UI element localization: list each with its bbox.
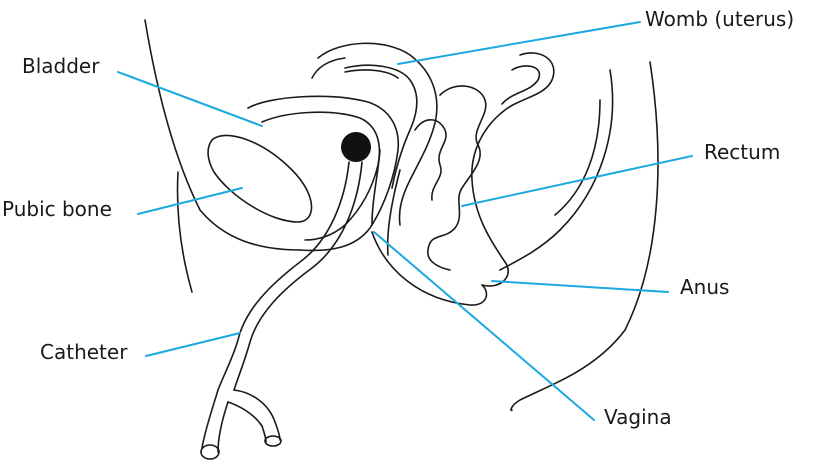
womb-fold [312, 58, 345, 78]
pubic-bone-shape [208, 135, 311, 222]
label-womb: Womb (uterus) [645, 9, 794, 29]
body-outline-back [511, 62, 658, 410]
rectum-inner [502, 66, 539, 104]
label-anus: Anus [680, 277, 729, 297]
leader-bladder [118, 72, 262, 126]
bladder-inner [262, 112, 379, 240]
rectum-back [500, 70, 613, 270]
leader-pubic-bone [138, 188, 242, 214]
leader-womb [398, 22, 640, 64]
label-vagina: Vagina [604, 407, 672, 427]
leg-outline [178, 172, 192, 292]
label-bladder: Bladder [22, 56, 99, 76]
womb-cavity [345, 70, 398, 78]
label-rectum: Rectum [704, 142, 780, 162]
catheter-port-main [202, 390, 228, 452]
catheter-branch-inner [228, 402, 262, 426]
rectum-back-inner [555, 100, 600, 215]
leader-vagina [374, 232, 594, 420]
catheter-balloon [341, 132, 371, 162]
womb-inner [345, 65, 417, 188]
leader-catheter [146, 333, 240, 356]
catheter-port-main-end [201, 445, 219, 459]
rectum-outer [472, 53, 554, 286]
catheter-port-side-end [265, 436, 281, 446]
label-catheter: Catheter [40, 342, 127, 362]
label-pubic-bone: Pubic bone [2, 199, 112, 219]
